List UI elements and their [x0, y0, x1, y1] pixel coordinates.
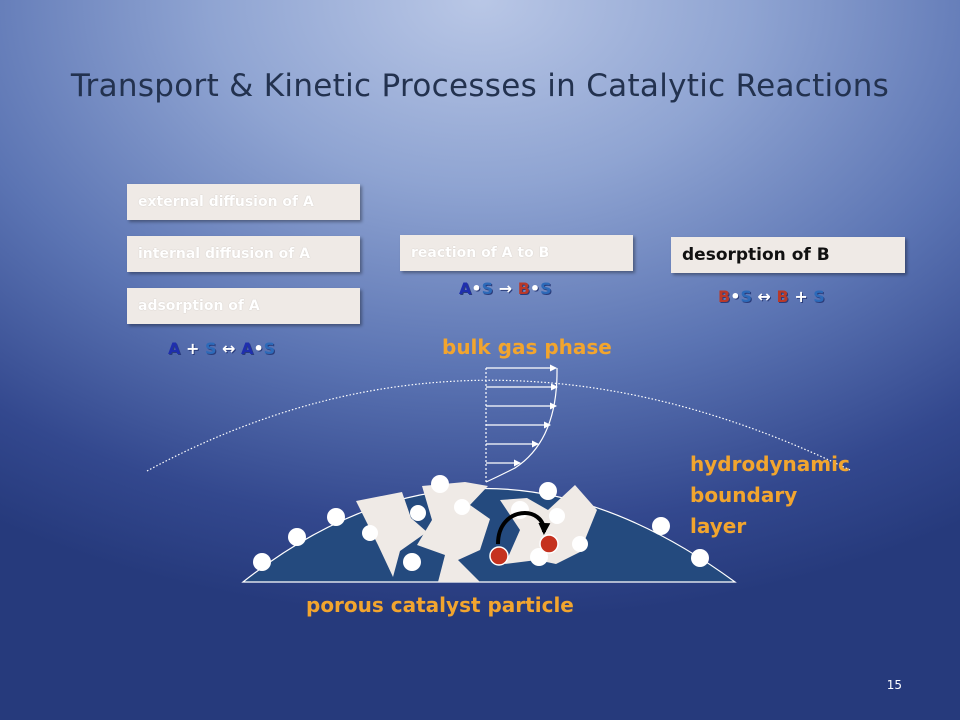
step-reaction: reaction of A to B	[400, 235, 633, 271]
step-desorption: desorption of B	[671, 237, 905, 273]
pore-left	[356, 492, 427, 577]
molecule	[530, 548, 548, 566]
molecule	[327, 508, 345, 526]
step-desorption-label: desorption of B	[682, 245, 830, 265]
step-external-diffusion-label: external diffusion of A	[138, 194, 314, 210]
molecule	[253, 553, 271, 571]
reaction-equation: A•S → B•S	[459, 279, 552, 298]
bulk-gas-phase-label: bulk gas phase	[442, 335, 612, 359]
molecule	[410, 505, 426, 521]
step-adsorption: adsorption of A	[127, 288, 360, 324]
catalyst-particle	[241, 488, 737, 583]
eq-plus: +	[185, 339, 200, 358]
boundary-layer-label-line: boundary	[690, 483, 798, 507]
pore-center	[417, 482, 490, 582]
eq-site-s: S	[481, 279, 494, 298]
eq-equilibrium-arrow: ↔	[222, 339, 236, 358]
eq-site-s: S	[740, 287, 752, 306]
eq-site-s: S	[263, 339, 276, 358]
product-molecule	[539, 534, 559, 554]
eq-forward-arrow: →	[498, 279, 513, 298]
eq-site-s: S	[540, 279, 552, 298]
boundary-layer-label: hydrodynamic boundary layer	[690, 449, 850, 542]
molecule	[288, 528, 306, 546]
eq-species-b: B	[517, 279, 530, 298]
eq-dot: •	[253, 339, 264, 358]
molecule	[454, 499, 470, 515]
eq-dot: •	[471, 279, 482, 298]
velocity-profile	[485, 364, 558, 483]
step-internal-diffusion: internal diffusion of A	[127, 236, 360, 272]
desorption-equation: B•S ↔ B + S	[718, 287, 825, 306]
eq-species-a: A	[241, 339, 254, 358]
molecule	[572, 536, 588, 552]
eq-site-s: S	[204, 339, 217, 358]
eq-dot: •	[730, 287, 741, 306]
step-reaction-label: reaction of A to B	[411, 245, 550, 261]
catalyst-particle-label: porous catalyst particle	[306, 593, 574, 617]
step-external-diffusion: external diffusion of A	[127, 184, 360, 220]
slide-title: Transport & Kinetic Processes in Catalyt…	[70, 68, 890, 104]
adsorption-equation: A + S ↔ A•S	[168, 339, 275, 358]
eq-species-b: B	[718, 287, 731, 306]
eq-dot: •	[529, 279, 541, 298]
boundary-layer-line	[146, 379, 851, 472]
page-number: 15	[886, 678, 902, 692]
molecule	[691, 549, 709, 567]
boundary-layer-label-line: hydrodynamic	[690, 452, 850, 476]
molecule	[431, 475, 449, 493]
molecule	[362, 525, 378, 541]
eq-species-a: A	[459, 279, 472, 298]
eq-species-b: B	[776, 287, 789, 306]
molecule	[652, 517, 670, 535]
molecule	[539, 482, 557, 500]
reaction-arrow	[496, 511, 551, 545]
eq-plus: +	[794, 287, 808, 306]
eq-site-s: S	[813, 287, 825, 306]
boundary-layer-label-line: layer	[690, 514, 747, 538]
reactant-molecule	[489, 546, 509, 566]
molecule	[403, 553, 421, 571]
step-adsorption-label: adsorption of A	[138, 298, 260, 314]
eq-species-a: A	[168, 339, 181, 358]
eq-equilibrium-arrow: ↔	[757, 287, 771, 306]
step-internal-diffusion-label: internal diffusion of A	[138, 246, 311, 262]
molecule	[549, 508, 565, 524]
